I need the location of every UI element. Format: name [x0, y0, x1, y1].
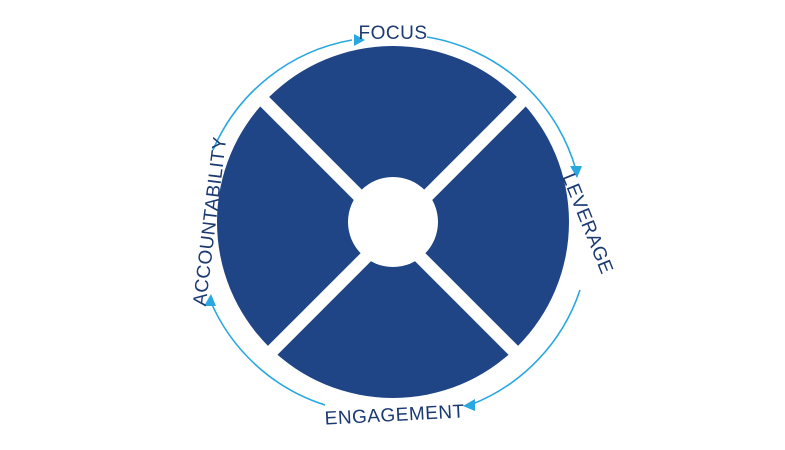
segment-bottom: [268, 222, 518, 398]
arc-focus-to-leverage: [426, 36, 577, 171]
arrow-head-icon: [204, 294, 216, 306]
arrow-head-icon: [354, 34, 365, 46]
circle-segments: [217, 46, 569, 398]
arrow-head-icon: [570, 166, 582, 178]
segment-left: [217, 97, 393, 347]
segment-right: [393, 97, 569, 347]
arc-leverage-to-engagement: [469, 289, 581, 406]
label-focus: FOCUS: [359, 23, 428, 44]
arc-accountability-to-focus: [212, 39, 353, 151]
segment-top: [268, 46, 518, 222]
cycle-arrows: [209, 36, 581, 406]
arrow-head-icon: [463, 399, 475, 411]
arc-engagement-to-accountability: [209, 299, 326, 406]
center-hub: [348, 177, 438, 267]
label-engagement: ENGAGEMENT: [324, 401, 465, 429]
arrow-heads: [204, 34, 582, 411]
